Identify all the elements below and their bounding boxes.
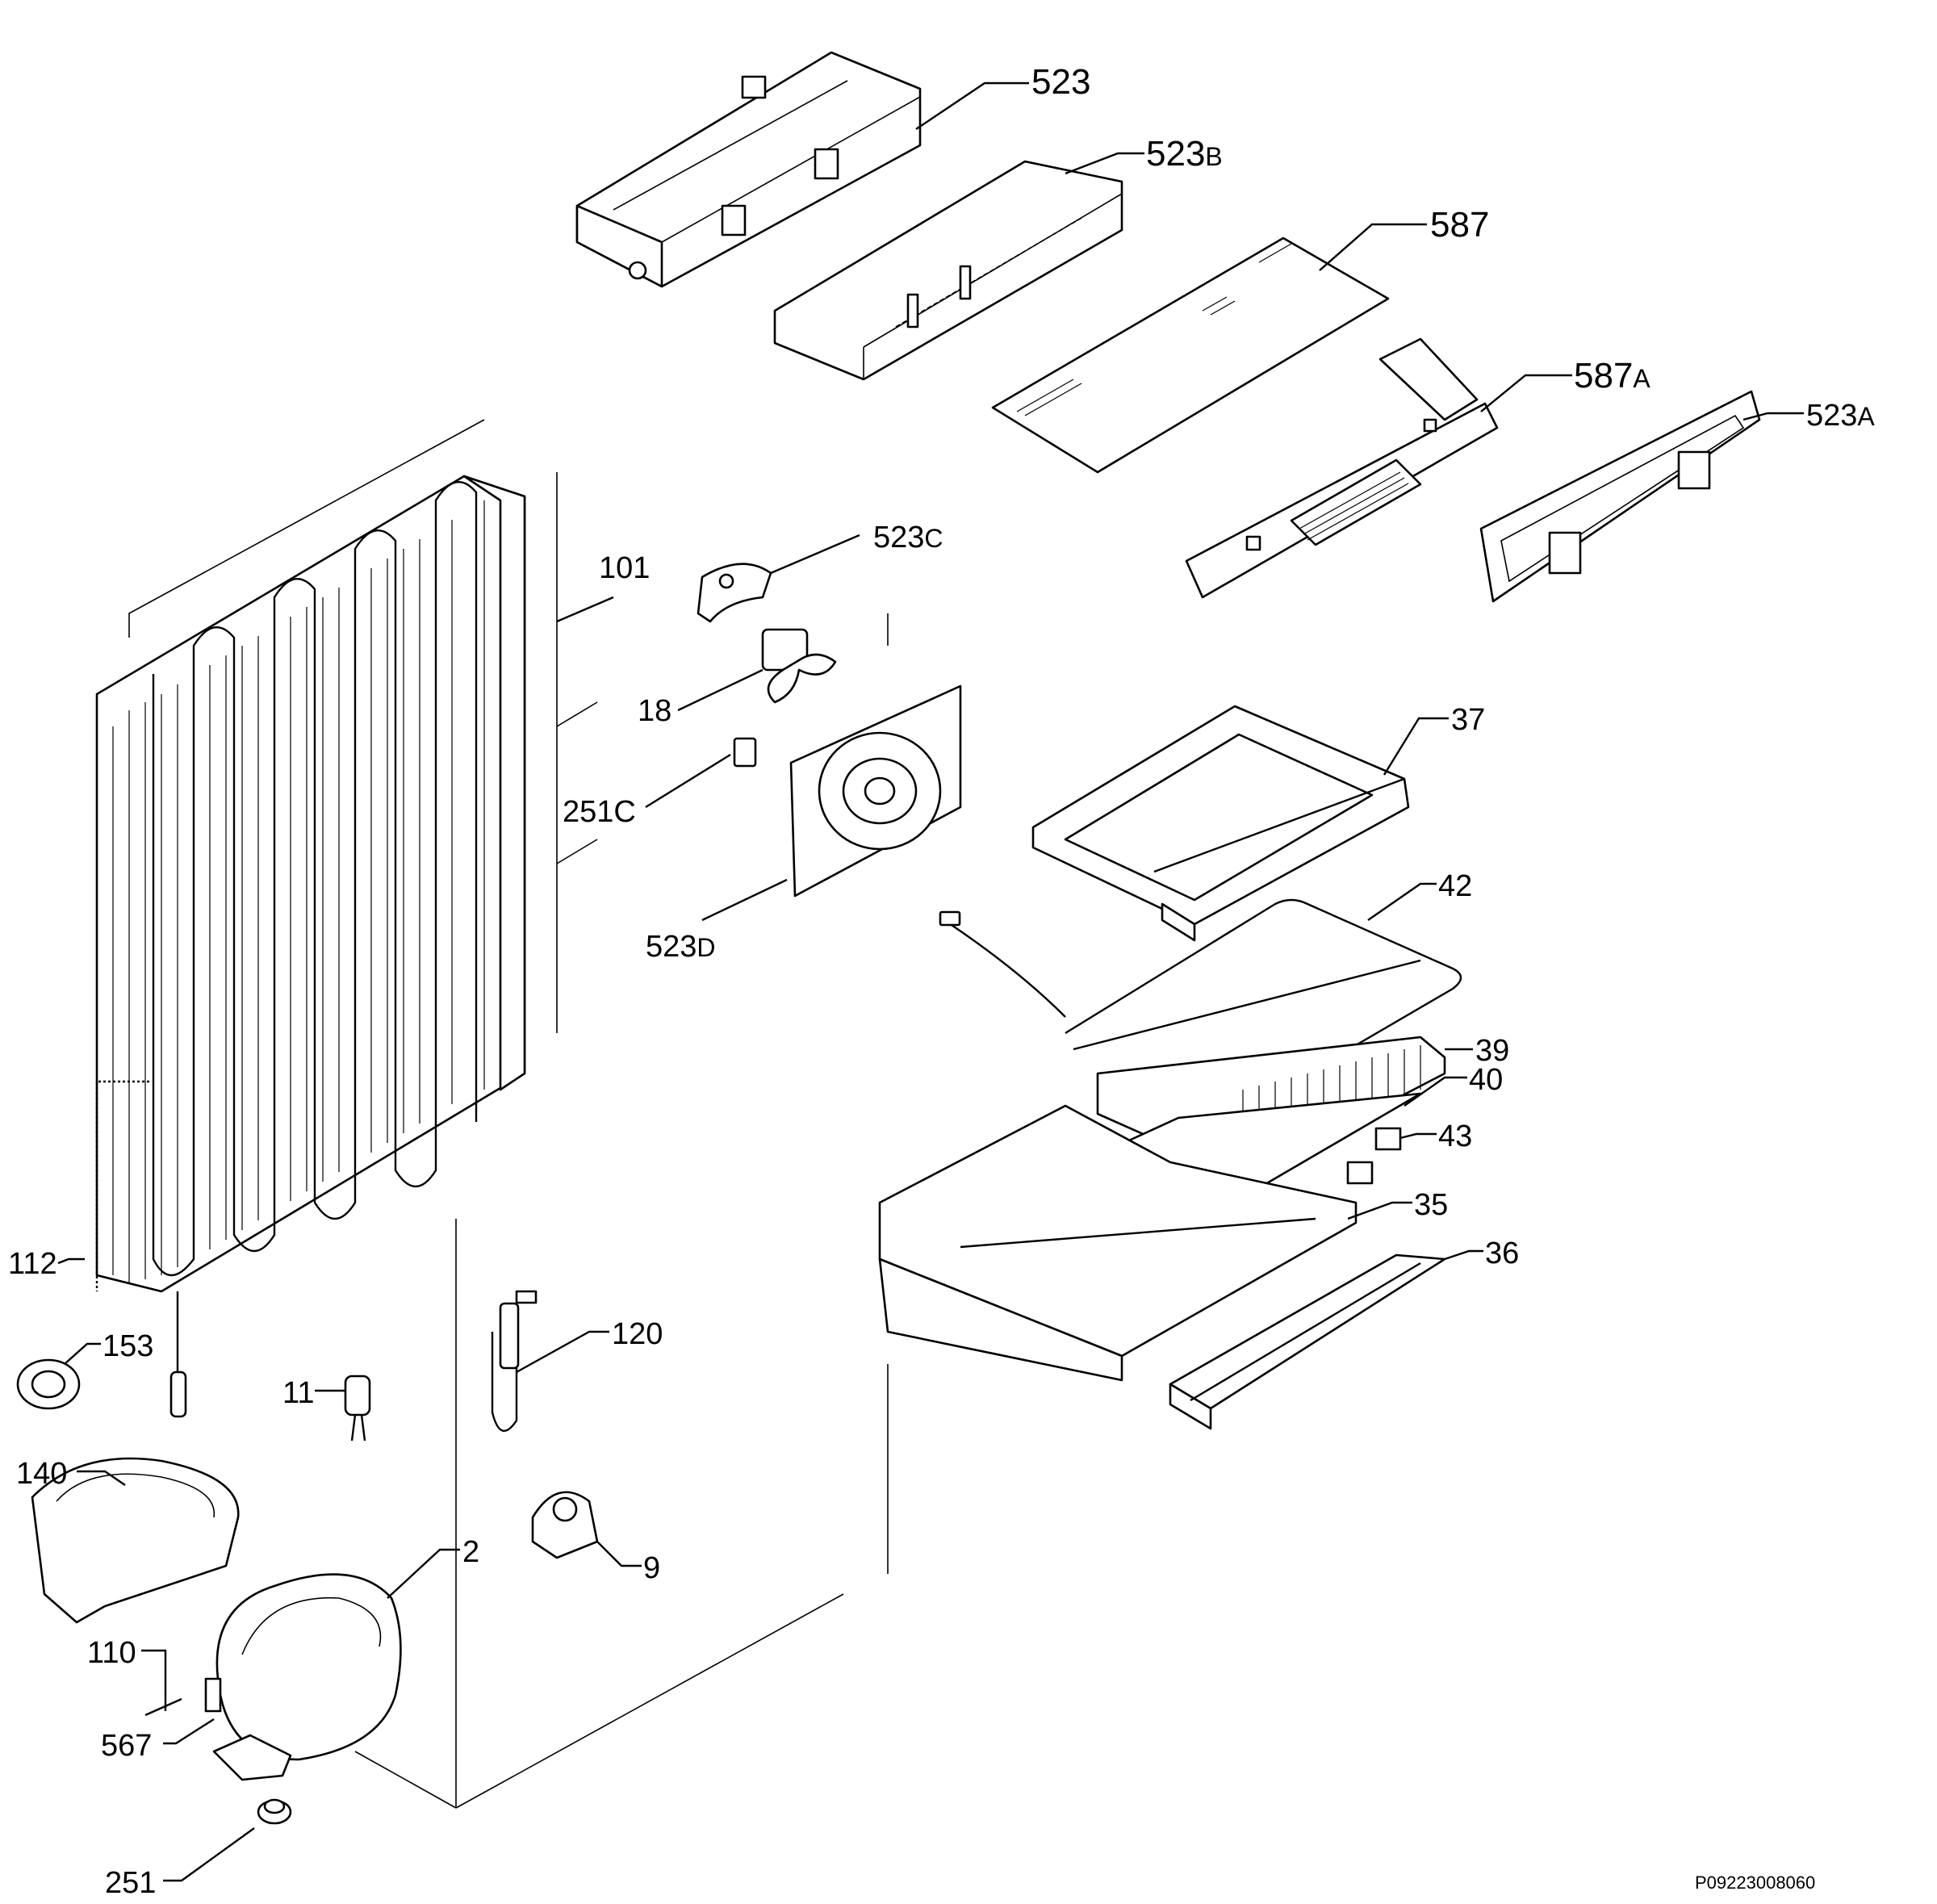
part-label-2: 2 [462, 1535, 479, 1569]
part-label-11: 11 [282, 1376, 314, 1410]
part-label-18: 18 [638, 694, 671, 728]
defrost-heater [939, 898, 1462, 1132]
part-labels: 523 523B 587 587A 523A 523C 101 18 251C … [8, 62, 1875, 1900]
part-label-251: 251 [105, 1866, 156, 1900]
part-label-140: 140 [16, 1457, 67, 1491]
evaporation-tray [31, 1457, 240, 1624]
part-label-9: 9 [643, 1551, 660, 1585]
grommet [16, 1358, 81, 1410]
thermostat-clip [531, 1491, 599, 1559]
part-label-567: 567 [101, 1729, 152, 1763]
part-label-39: 39 [1475, 1034, 1509, 1068]
part-label-43: 43 [1438, 1119, 1472, 1153]
part-label-40: 40 [1469, 1063, 1503, 1097]
small-damper [733, 737, 757, 768]
fan-cover [789, 684, 962, 898]
part-label-523C: 523C [873, 521, 943, 554]
leader-lines [57, 82, 1804, 1882]
rubber-grommet [257, 1798, 292, 1825]
part-label-42: 42 [1438, 869, 1472, 903]
drip-tray [878, 1104, 1358, 1382]
part-label-523B: 523B [1146, 134, 1223, 174]
control-box-tray [773, 160, 1123, 381]
pin [144, 1697, 182, 1717]
part-label-37: 37 [1451, 703, 1485, 737]
part-label-587A: 587A [1574, 356, 1650, 395]
part-label-523A: 523A [1806, 399, 1875, 433]
cabinet-outline [128, 419, 889, 1809]
starter-relay [344, 1375, 371, 1442]
part-label-101: 101 [599, 551, 650, 585]
part-label-120: 120 [612, 1317, 663, 1351]
control-panel-board [991, 236, 1390, 474]
part-label-153: 153 [102, 1329, 153, 1363]
part-label-112: 112 [8, 1247, 57, 1281]
compressor [204, 1573, 402, 1781]
part-label-35: 35 [1414, 1188, 1448, 1222]
part-label-251C: 251C [563, 795, 636, 829]
part-label-110: 110 [87, 1636, 136, 1670]
evaporator-frame [1031, 705, 1410, 942]
thermostat-sensor [491, 1290, 538, 1432]
control-panel-cover [1479, 390, 1761, 603]
condenser [95, 475, 526, 1418]
fan-bracket [697, 563, 772, 623]
part-label-36: 36 [1485, 1237, 1519, 1270]
part-label-587: 587 [1430, 205, 1489, 245]
electronic-control-board [1185, 337, 1499, 599]
part-label-523: 523 [1031, 62, 1090, 102]
part-label-523D: 523D [646, 930, 716, 964]
reference-code: P09223008060 [1695, 1873, 1815, 1893]
control-box-housing [575, 51, 922, 288]
fan-motor [761, 628, 837, 704]
spacer-blocks [1346, 1127, 1402, 1185]
